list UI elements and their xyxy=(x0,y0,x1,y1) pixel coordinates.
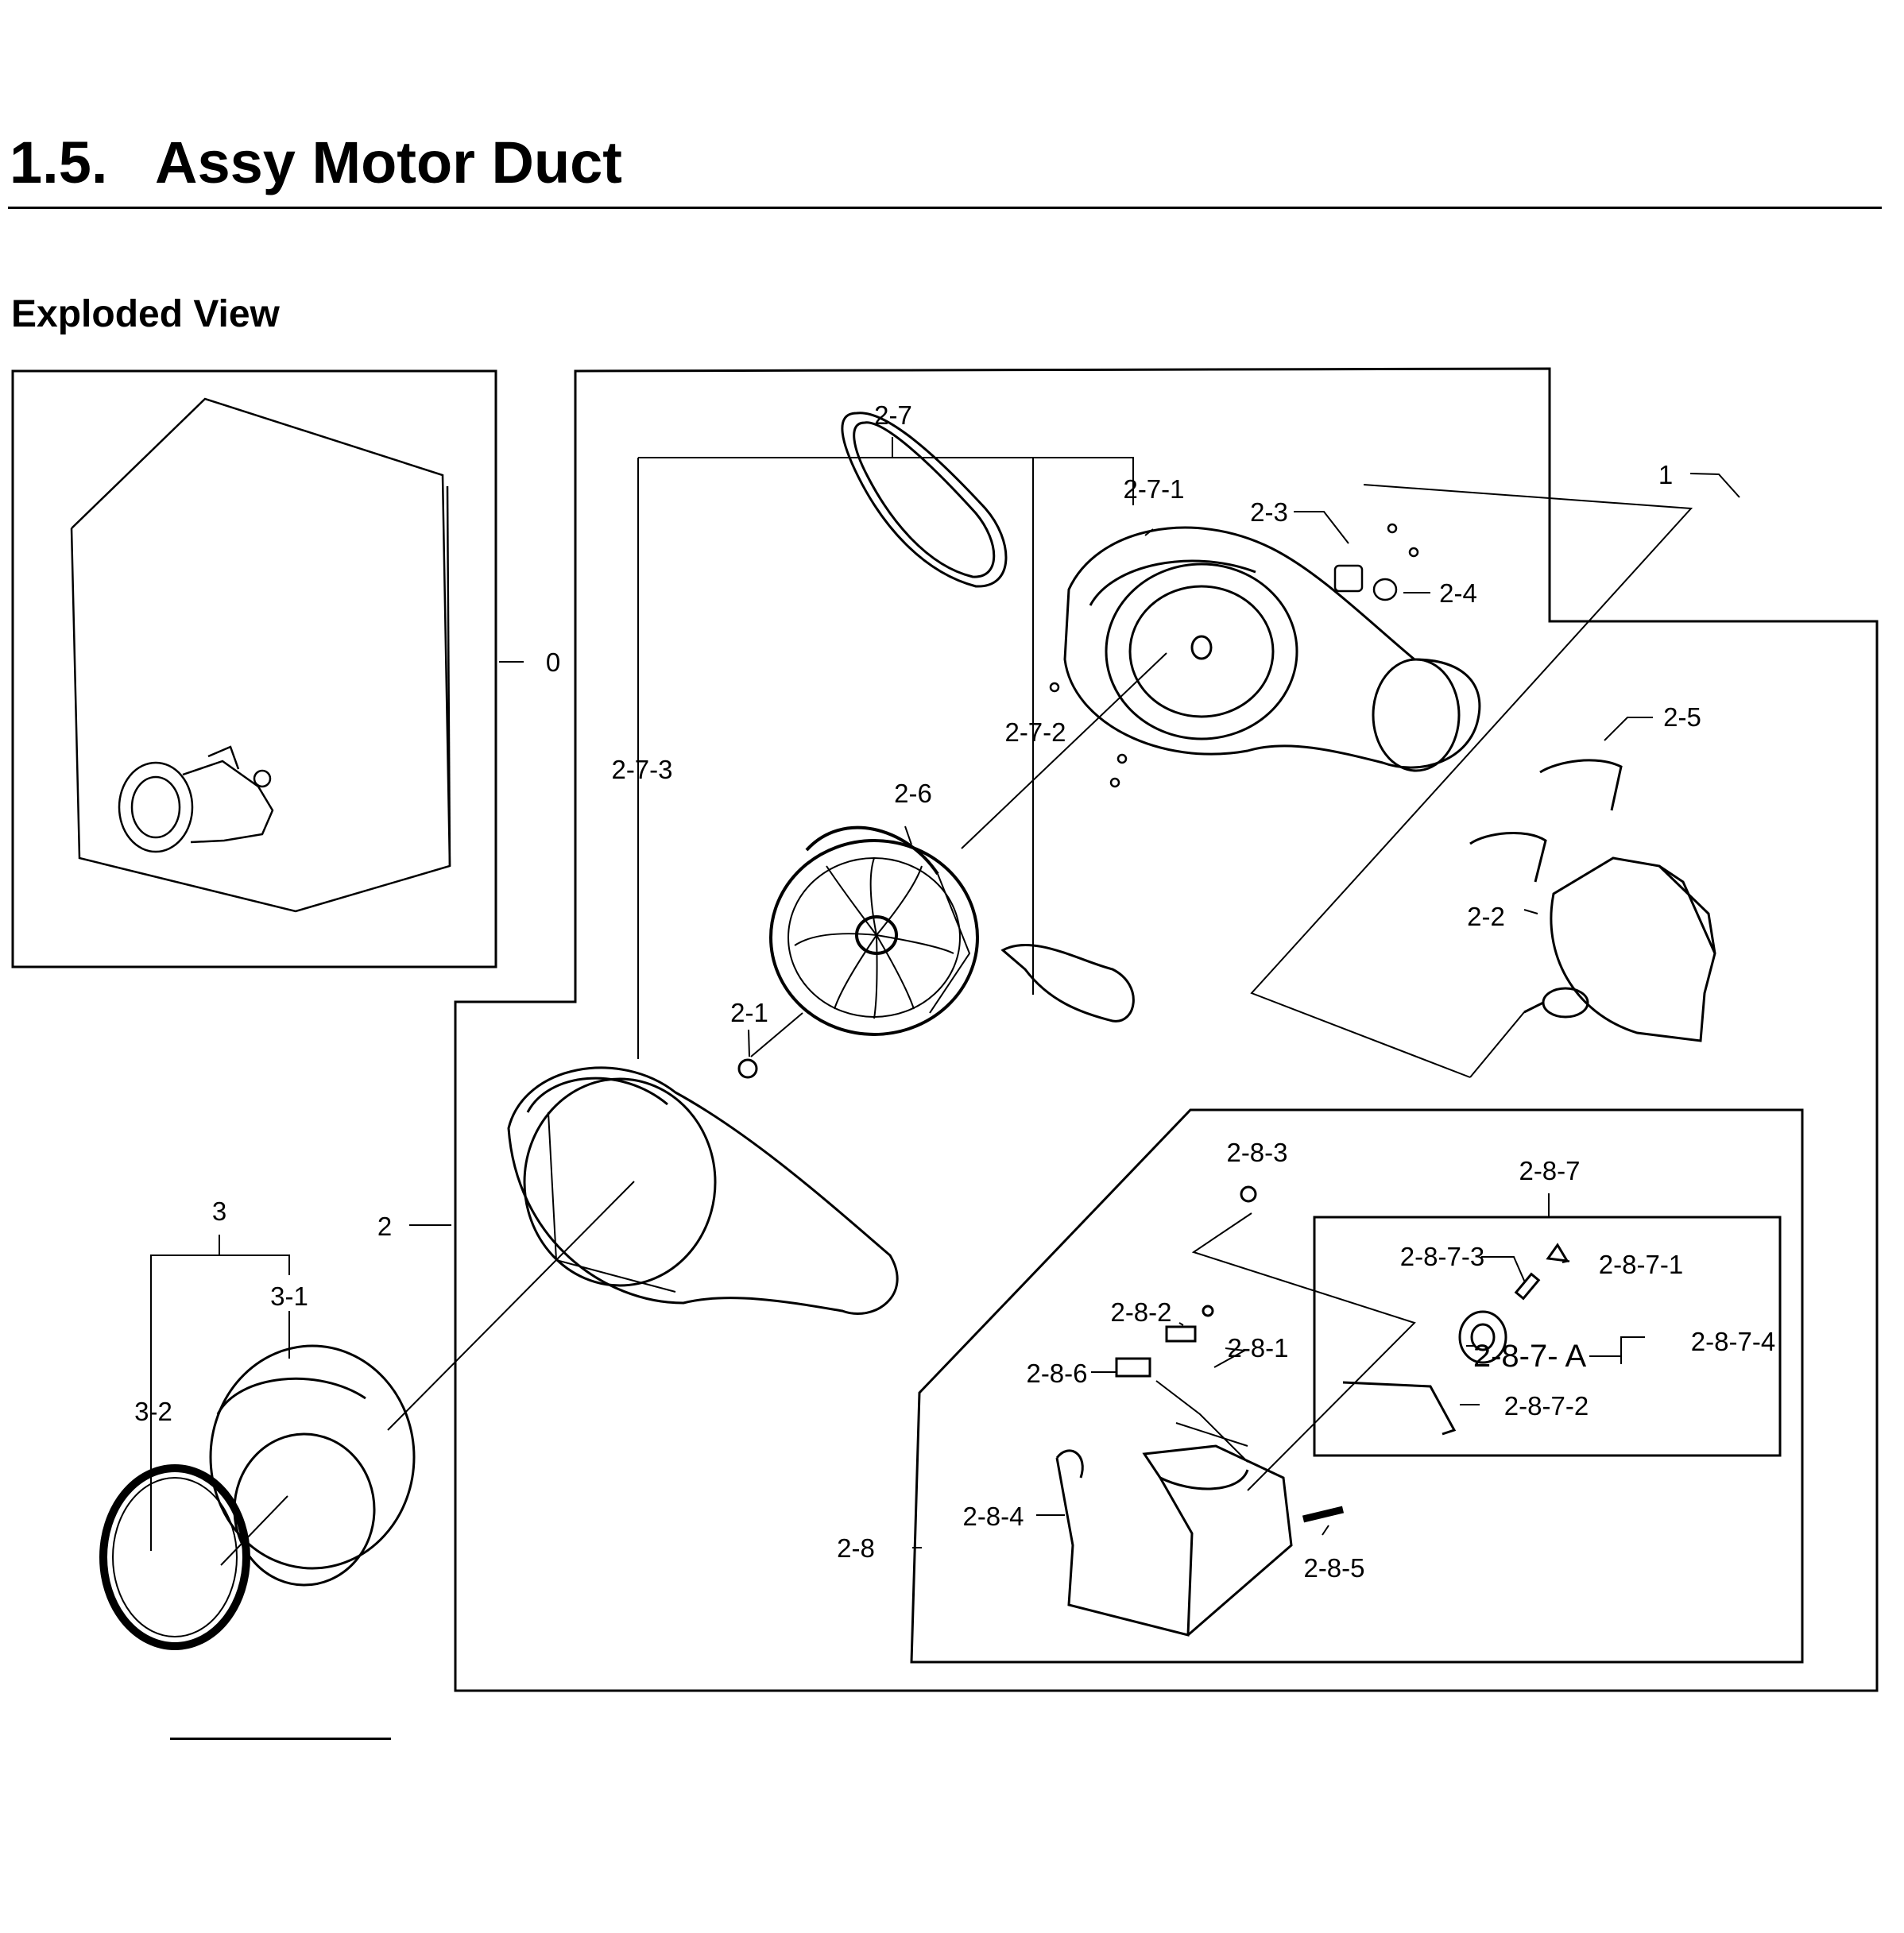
duct-housing-front xyxy=(507,1066,899,1315)
label-part-2-8-7-1: 2-8-7-1 xyxy=(1599,1250,1683,1279)
dryer-cabinet-overview xyxy=(70,397,451,913)
drive-belt xyxy=(841,412,1008,588)
assy-motor-frame xyxy=(910,1108,1804,1664)
view-subheading: Exploded View xyxy=(11,293,280,335)
label-part-2-7: 2-7 xyxy=(874,400,912,430)
tension-spring xyxy=(1302,1506,1345,1523)
overview-motor-thumbnail xyxy=(118,745,274,853)
drive-motor xyxy=(1523,856,1716,1042)
idler-axle xyxy=(1514,1272,1541,1301)
motor-clip-upper xyxy=(1539,759,1623,811)
blower-impeller xyxy=(769,825,979,1036)
part-labels: 0 1 2 2-1 2-2 2-3 2-4 2-5 2-6 2-7 2-7-1 … xyxy=(134,400,1775,1583)
label-part-2-3: 2-3 xyxy=(1250,497,1288,527)
label-part-2-8-7-3: 2-8-7-3 xyxy=(1400,1242,1484,1271)
label-part-2-8-7: 2-8-7 xyxy=(1519,1156,1580,1185)
center-lines xyxy=(220,484,1693,1566)
leader-lines xyxy=(150,437,1740,1551)
drive-belt-inner xyxy=(853,421,996,578)
motor-clip-lower xyxy=(1469,832,1547,883)
label-part-2-8-5: 2-8-5 xyxy=(1303,1553,1364,1583)
label-part-2-8-7-2: 2-8-7-2 xyxy=(1504,1391,1589,1421)
label-part-3-2: 3-2 xyxy=(134,1397,172,1426)
bottom-rule xyxy=(170,1738,391,1740)
motor-duct-frame xyxy=(454,367,1879,1692)
idler-arm xyxy=(1342,1381,1457,1436)
motor-bracket xyxy=(1055,1444,1293,1637)
label-part-2-8-6: 2-8-6 xyxy=(1026,1359,1087,1388)
label-part-3: 3 xyxy=(212,1197,226,1226)
duct-housing-rear xyxy=(1063,526,1481,772)
label-part-2-8-3: 2-8-3 xyxy=(1226,1138,1287,1167)
front-gasket-inner xyxy=(112,1477,238,1637)
label-part-2-7-3: 2-7-3 xyxy=(611,755,672,784)
label-part-2-8-7-4: 2-8-7-4 xyxy=(1691,1327,1775,1356)
label-part-2-4: 2-4 xyxy=(1439,578,1477,608)
switch-screw xyxy=(1202,1305,1214,1317)
label-part-2-7-1: 2-7-1 xyxy=(1123,474,1184,504)
title-rule xyxy=(8,207,1882,209)
axle-clip xyxy=(1546,1243,1569,1262)
label-part-1: 1 xyxy=(1658,460,1673,489)
front-gasket xyxy=(99,1464,250,1650)
label-part-2-8-4: 2-8-4 xyxy=(962,1502,1024,1531)
micro-switch xyxy=(1165,1325,1197,1343)
label-part-2-8-7-a: 2-8-7- A xyxy=(1473,1339,1587,1374)
idler-frame xyxy=(1313,1216,1782,1457)
label-part-2-2: 2-2 xyxy=(1467,902,1505,931)
label-part-2-8-1: 2-8-1 xyxy=(1227,1333,1288,1363)
impeller-nut xyxy=(737,1058,758,1079)
section-number: 1.5. xyxy=(10,130,108,195)
label-part-2-7-2: 2-7-2 xyxy=(1004,717,1066,747)
label-part-0: 0 xyxy=(546,648,560,677)
page-title: 1.5. Assy Motor Duct xyxy=(10,133,622,192)
thermostat-and-screws xyxy=(1049,523,1419,788)
label-part-2-8-2: 2-8-2 xyxy=(1110,1297,1171,1327)
label-part-3-1: 3-1 xyxy=(270,1282,308,1311)
label-part-2: 2 xyxy=(377,1212,392,1241)
section-title: Assy Motor Duct xyxy=(155,130,622,195)
switch-bracket xyxy=(1115,1357,1151,1378)
front-cover xyxy=(209,1344,416,1587)
assembly-overview-frame xyxy=(11,369,497,968)
label-part-2-8: 2-8 xyxy=(837,1533,875,1563)
label-part-2-1: 2-1 xyxy=(730,998,768,1027)
duct-seal-flap xyxy=(1000,943,1135,1023)
label-part-2-5: 2-5 xyxy=(1663,702,1701,732)
idler-pulley xyxy=(1458,1310,1507,1364)
bracket-screw xyxy=(1240,1185,1257,1203)
label-part-2-6: 2-6 xyxy=(894,779,932,808)
